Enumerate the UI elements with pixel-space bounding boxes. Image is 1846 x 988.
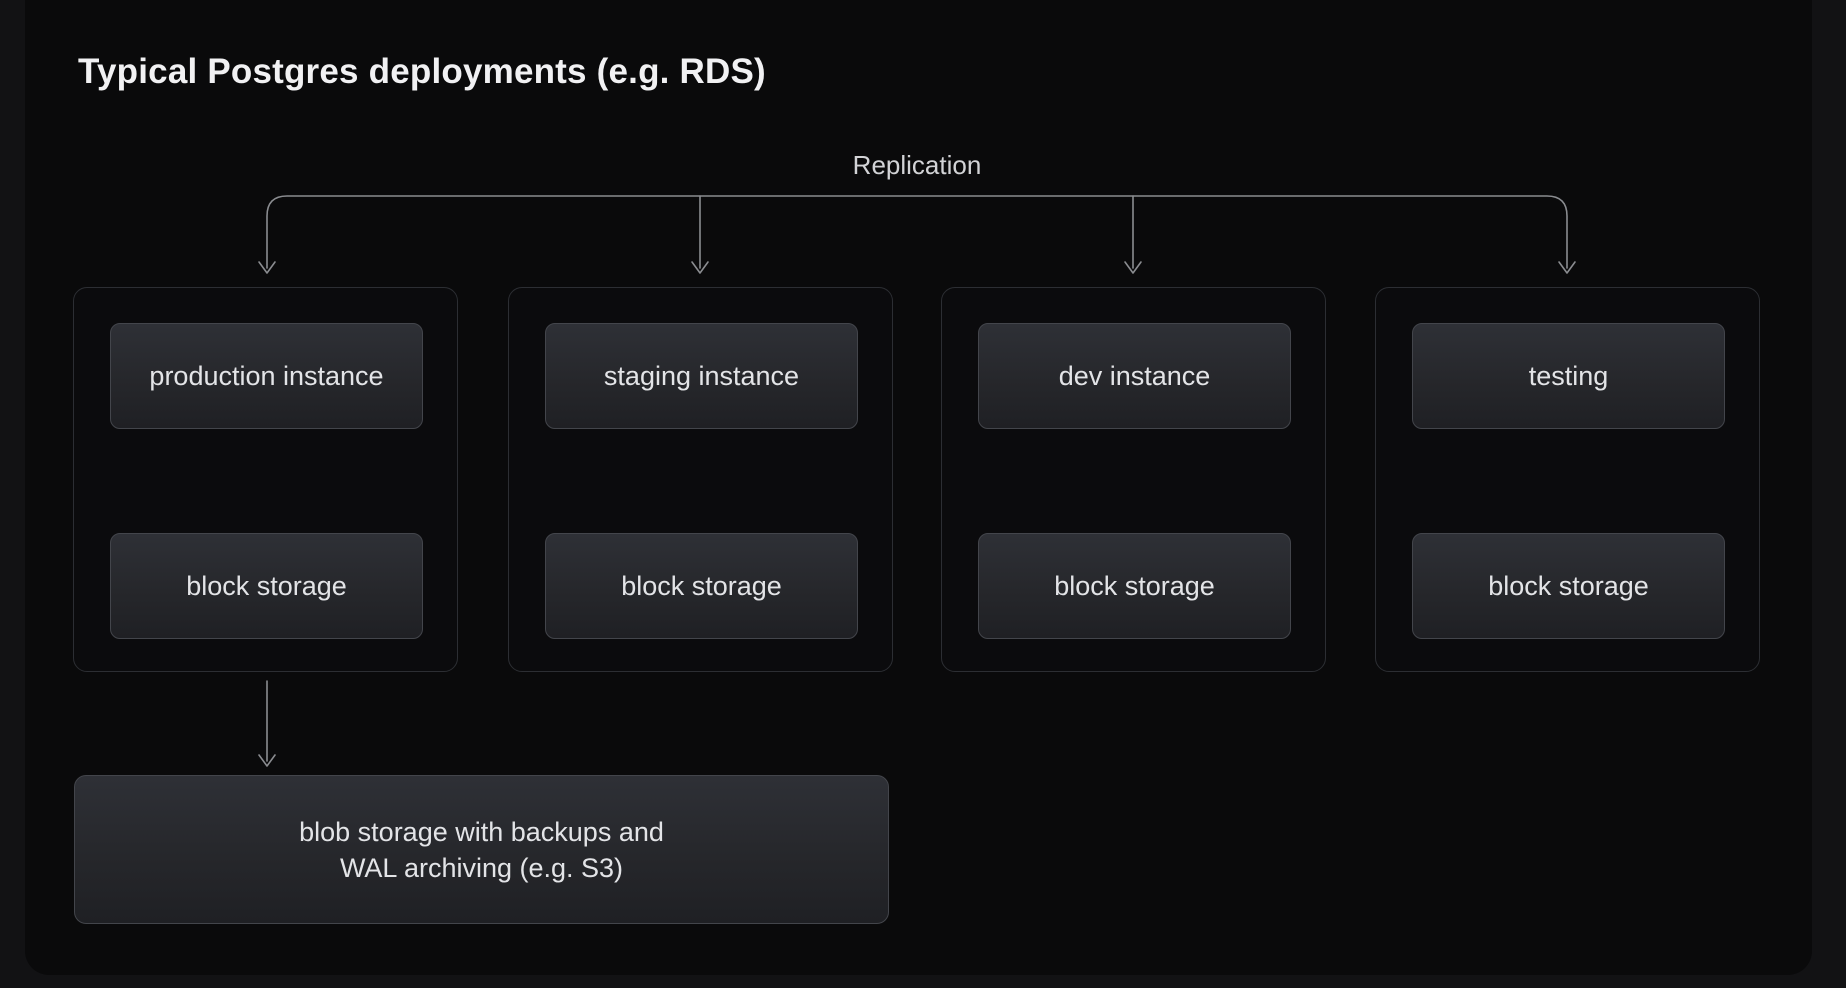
blob-storage-label-line2: WAL archiving (e.g. S3) xyxy=(339,852,624,883)
node-label: block storage xyxy=(186,570,347,601)
node-label: staging instance xyxy=(603,360,800,391)
block-storage-node: block storage xyxy=(545,533,858,639)
production-instance-node: production instance xyxy=(110,323,423,429)
node-label: block storage xyxy=(1054,570,1215,601)
group-staging: staging instance block storage xyxy=(508,287,893,672)
testing-instance-node: testing xyxy=(1412,323,1725,429)
node-label: dev instance xyxy=(1058,360,1211,391)
blob-storage-node: blob storage with backups and WAL archiv… xyxy=(74,775,889,924)
node-label: testing xyxy=(1528,360,1609,391)
group-production: production instance block storage xyxy=(73,287,458,672)
diagram-title: Typical Postgres deployments (e.g. RDS) xyxy=(78,52,766,91)
blob-storage-label-line1: blob storage with backups and xyxy=(299,816,664,847)
block-storage-node: block storage xyxy=(978,533,1291,639)
replication-label: Replication xyxy=(852,150,982,180)
group-testing: testing block storage xyxy=(1375,287,1760,672)
block-storage-node: block storage xyxy=(1412,533,1725,639)
node-label: production instance xyxy=(149,360,384,391)
node-label: block storage xyxy=(1488,570,1649,601)
node-label: block storage xyxy=(621,570,782,601)
block-storage-node: block storage xyxy=(110,533,423,639)
dev-instance-node: dev instance xyxy=(978,323,1291,429)
group-dev: dev instance block storage xyxy=(941,287,1326,672)
staging-instance-node: staging instance xyxy=(545,323,858,429)
